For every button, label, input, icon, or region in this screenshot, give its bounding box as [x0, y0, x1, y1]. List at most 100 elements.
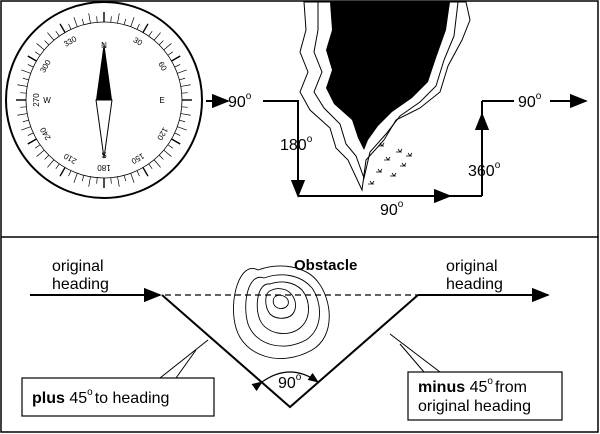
compass-tick — [181, 92, 188, 94]
compass-tick — [27, 138, 37, 145]
callout-left-pointer — [159, 339, 209, 379]
compass-tick — [142, 23, 149, 33]
compass-tick — [180, 84, 191, 87]
detour-path — [161, 294, 419, 409]
compass-tick — [47, 32, 55, 41]
callout-right-text-line2: original heading — [418, 398, 531, 415]
obstacle-contours — [233, 265, 330, 359]
compass-tick — [96, 177, 98, 184]
compass-tick — [27, 64, 34, 68]
compass-ticks — [16, 12, 192, 188]
compass-tick — [44, 40, 50, 46]
compass-tick — [68, 23, 72, 30]
compass-tick — [148, 30, 153, 37]
compass-tick — [47, 159, 55, 168]
compass-tick — [167, 144, 174, 149]
compass-tick — [22, 119, 29, 123]
compass-tick — [117, 13, 120, 24]
angle-arc — [251, 371, 319, 392]
contour-middle — [313, 1, 459, 180]
compass-tick — [55, 30, 60, 37]
callout-right-box — [407, 371, 563, 421]
compass-east-label: E — [159, 96, 164, 105]
compass-west-label: W — [43, 96, 51, 105]
compass-tick — [73, 173, 78, 183]
compass-tick — [81, 18, 85, 25]
contour-outer — [299, 1, 471, 192]
compass-degree-label: 180 — [97, 163, 111, 172]
original-heading-left-line2: heading — [52, 276, 109, 293]
compass-tick — [171, 138, 181, 145]
compass-tick — [177, 69, 187, 74]
compass-tick — [36, 43, 45, 51]
compass-tick — [174, 132, 181, 136]
compass-tick — [44, 154, 50, 160]
leg1-heading: 90o — [228, 91, 252, 111]
compass-tick — [55, 163, 60, 170]
angle-label: 90o — [278, 372, 302, 392]
compass-tick — [158, 40, 164, 46]
compass-tick — [158, 154, 164, 160]
compass-tick — [81, 175, 85, 182]
compass-needle-north — [96, 42, 112, 100]
marsh-marks — [368, 142, 413, 185]
compass-tick — [73, 17, 78, 27]
compass-tick — [22, 77, 29, 81]
compass-tick — [123, 175, 127, 182]
compass-tick — [130, 173, 135, 183]
compass-tick — [148, 163, 153, 170]
obstacle-label: Obstacle — [294, 257, 357, 274]
compass-degree-label: 270 — [32, 93, 41, 107]
terrain-obstacle — [299, 1, 471, 192]
compass-tick — [179, 77, 186, 81]
compass-tick — [174, 64, 181, 68]
route-labels: 90o 180o 90o 360o 90o — [228, 91, 542, 219]
compass-tick — [142, 167, 149, 177]
compass-tick — [136, 170, 140, 177]
compass-tick — [88, 176, 91, 187]
compass-tick — [20, 106, 27, 108]
compass-tick — [163, 43, 172, 51]
compass-tick — [27, 55, 37, 62]
compass-tick — [68, 170, 72, 177]
compass-tick — [153, 159, 161, 168]
callout-right-pointer-2 — [399, 343, 425, 373]
compass-tick — [153, 32, 161, 41]
compass-needle-south — [95, 99, 113, 159]
compass-tick — [180, 113, 191, 116]
leg5-heading: 90o — [518, 91, 542, 111]
compass-tick — [20, 92, 27, 94]
compass-tick — [117, 176, 120, 187]
callout-right-pointer — [389, 333, 441, 373]
compass-tick — [59, 167, 66, 177]
bypass-diagram: original heading original heading Obstac… — [21, 257, 563, 421]
compass-tick — [59, 23, 66, 33]
compass-tick — [110, 177, 112, 184]
original-heading-right-line2: heading — [446, 276, 503, 293]
compass-tick — [163, 149, 172, 157]
original-heading-right-line1: original — [446, 258, 498, 275]
leg2-heading: 180o — [280, 134, 313, 154]
compass-tick — [21, 69, 31, 74]
compass-tick — [96, 16, 98, 23]
compass-tick — [181, 106, 188, 108]
leg3-heading: 90o — [380, 199, 404, 219]
callout-left-box — [21, 377, 215, 417]
compass-tick — [177, 126, 187, 131]
callout-left-pointer-2 — [175, 349, 197, 379]
compass-tick — [110, 16, 112, 23]
compass-tick — [136, 23, 140, 30]
compass-tick — [17, 84, 28, 87]
compass-tick — [130, 17, 135, 27]
compass-tick — [34, 51, 41, 56]
compass-tick — [171, 55, 181, 62]
compass-tick — [179, 119, 186, 123]
leg4-heading: 360o — [468, 160, 501, 180]
lake-body — [326, 2, 450, 150]
compass-tick — [17, 113, 28, 116]
